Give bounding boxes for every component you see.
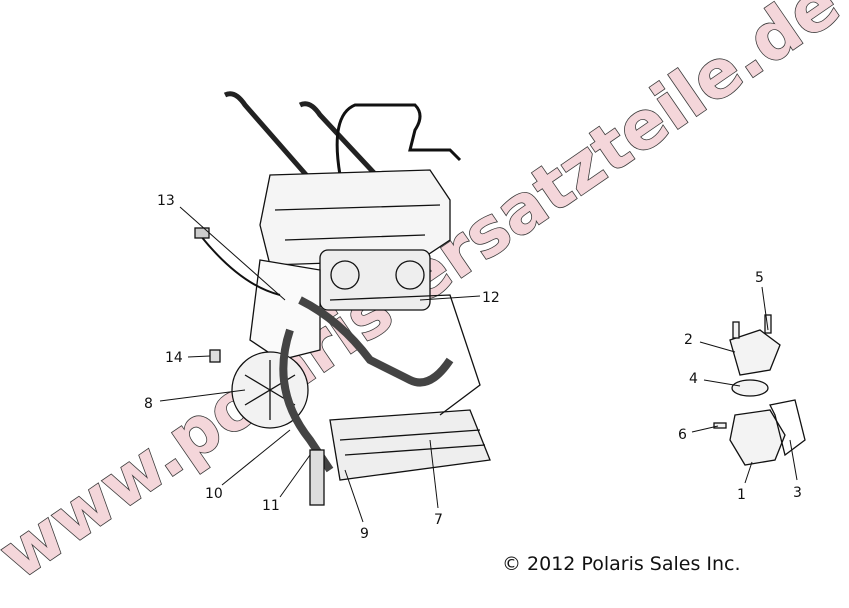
callout-9: 9 [360,526,369,542]
callout-11: 11 [262,498,280,514]
callout-7: 7 [434,512,443,528]
leader-lines [159,206,798,523]
callout-3: 3 [793,485,802,501]
callout-5: 5 [755,270,764,286]
callouts: 1 2 3 4 5 6 7 8 9 10 11 12 13 14 [144,193,802,542]
callout-6: 6 [678,427,687,443]
callout-4: 4 [689,371,698,387]
callout-13: 13 [157,193,175,209]
callout-10: 10 [205,486,223,502]
thermostat-assembly [713,314,806,466]
callout-14: 14 [165,350,183,366]
callout-2: 2 [684,332,693,348]
engine-assembly [194,91,491,506]
callout-1: 1 [737,487,746,503]
callout-12: 12 [482,290,500,306]
copyright-notice: © 2012 Polaris Sales Inc. [502,553,741,575]
callout-8: 8 [144,396,153,412]
